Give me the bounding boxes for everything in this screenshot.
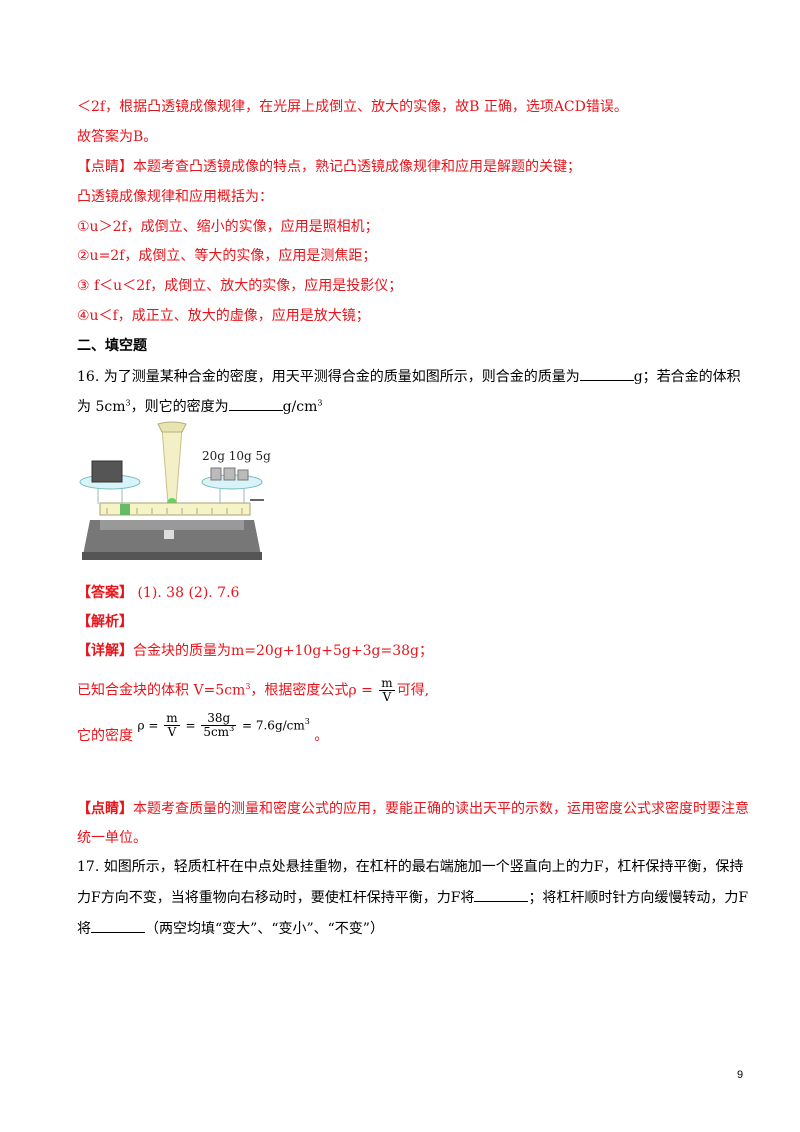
text-line: ①u＞2f，成倒立、缩小的实像，应用是照相机； bbox=[77, 219, 379, 235]
note-line: 【点睛】本题考查质量的测量和密度公式的应用，要能正确的读出天平的示数，运用密度公… bbox=[77, 801, 749, 817]
balance-scale-figure: 20g 10g 5g bbox=[79, 421, 271, 560]
answer-blank bbox=[228, 396, 283, 411]
detail-line: 【详解】合金块的质量为m=20g+10g+5g+3g=38g； bbox=[77, 643, 433, 659]
text-line: 【点睛】本题考查凸透镜成像的特点，熟记凸透镜成像规律和应用是解题的关键； bbox=[77, 159, 581, 175]
answer-blank bbox=[91, 918, 145, 933]
answer-line: 【答案】 (1). 38 (2). 7.6 bbox=[77, 585, 240, 601]
text-line: ④u＜f，成正立、放大的虚像，应用是放大镜； bbox=[77, 308, 370, 324]
answer-blank bbox=[579, 366, 634, 381]
weights-label: 20g 10g 5g bbox=[202, 449, 271, 463]
page-number: 9 bbox=[737, 1069, 744, 1081]
analysis-label: 【解析】 bbox=[77, 614, 133, 630]
q17-line1: 17. 如图所示，轻质杠杆在中点处悬挂重物，在杠杆的最右端施加一个竖直向上的力F… bbox=[77, 859, 744, 875]
text-line: ②u=2f，成倒立、等大的实像，应用是测焦距； bbox=[77, 248, 377, 264]
section-title: 二、填空题 bbox=[77, 338, 147, 354]
text-line: ③ f＜u＜2f，成倒立、放大的实像，应用是投影仪； bbox=[77, 278, 403, 294]
text-line: 故答案为B。 bbox=[77, 129, 158, 145]
text-line: ＜2f，根据凸透镜成像规律，在光屏上成倒立、放大的实像，故B 正确，选项ACD错… bbox=[77, 99, 628, 115]
note-line: 统一单位。 bbox=[77, 830, 147, 846]
q17-line3: 将（两空均填“变大”、“变小”、“不变”） bbox=[77, 918, 384, 939]
q17-line2: 力F方向不变，当将重物向右移动时，要使杠杆保持平衡，力F将；将杠杆顺时针方向缓慢… bbox=[77, 887, 748, 908]
answer-blank bbox=[474, 887, 529, 902]
text-line: 凸透镜成像规律和应用概括为： bbox=[77, 189, 273, 205]
